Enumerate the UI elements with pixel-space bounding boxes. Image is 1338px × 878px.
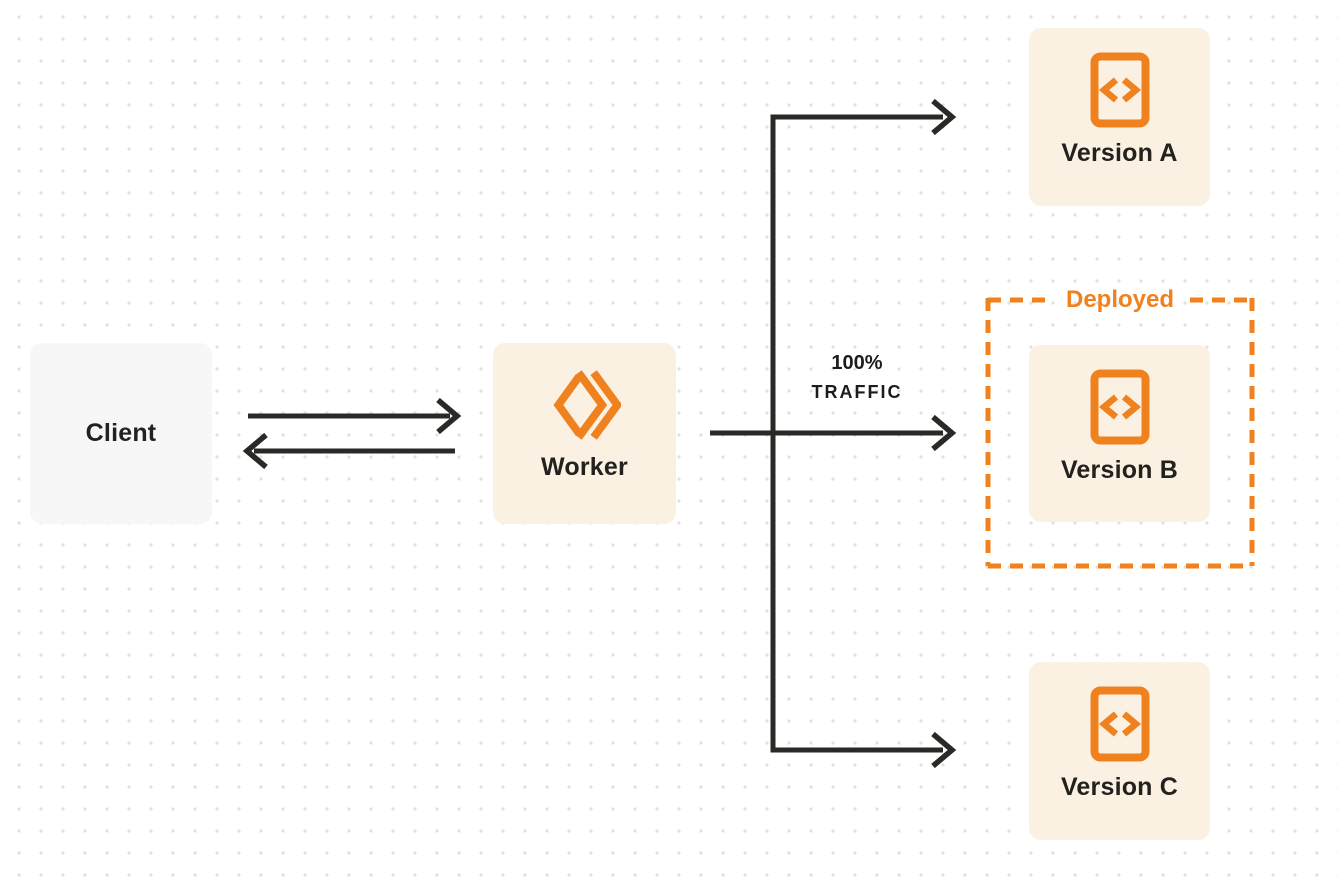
- version-b-label: Version B: [1060, 456, 1179, 484]
- arrow-client-to-worker: [248, 397, 462, 435]
- workers-logo-icon: [549, 369, 621, 441]
- deployed-group-label: Deployed: [1065, 286, 1175, 313]
- version-a-node: Version A: [1029, 28, 1210, 206]
- worker-node: Worker: [493, 343, 676, 524]
- deployed-group-border: [985, 297, 1255, 569]
- client-node: Client: [30, 343, 212, 524]
- worker-label: Worker: [541, 453, 628, 481]
- version-c-label: Version C: [1060, 773, 1179, 801]
- traffic-percentage: 100%: [831, 352, 883, 374]
- arrow-worker-to-client: [242, 432, 455, 470]
- traffic-word: TRAFFIC: [811, 382, 903, 402]
- arrow-branch-to-version-c: [770, 433, 957, 769]
- arrow-branch-to-version-a: [770, 98, 957, 433]
- code-file-icon: [1090, 369, 1150, 445]
- version-a-label: Version A: [1061, 139, 1178, 167]
- traffic-annotation: 100% TRAFFIC: [787, 350, 927, 408]
- code-file-icon: [1090, 686, 1150, 762]
- client-label: Client: [85, 419, 157, 447]
- code-file-icon: [1090, 52, 1150, 128]
- arrow-worker-to-version-b: [710, 414, 957, 452]
- version-c-node: Version C: [1029, 662, 1210, 840]
- version-b-node: Version B: [1029, 345, 1210, 522]
